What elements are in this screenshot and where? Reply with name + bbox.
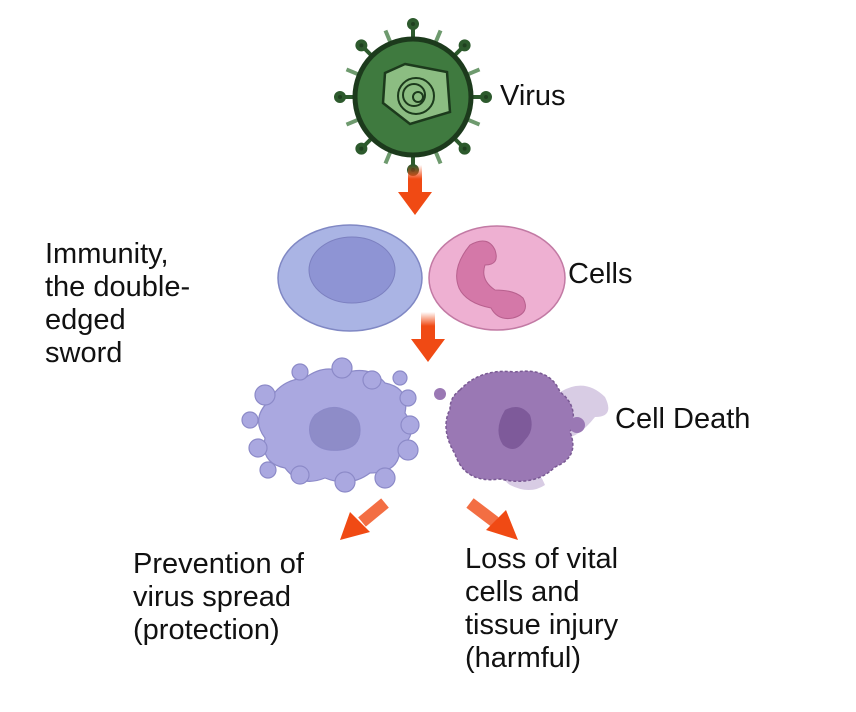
neutrophil-cell-icon [428,225,566,331]
virus-spike [458,39,471,52]
protection-outcome-label: Prevention of virus spread (protection) [133,548,304,646]
virus-spike [355,142,368,155]
lymphocyte-cell-icon [277,224,423,332]
arrow-down-icon [411,312,445,362]
immunity-label: Immunity, the double- edged sword [45,238,191,369]
virus-spike [458,142,471,155]
cells-label: Cells [568,258,633,290]
arrow-down-right-icon [466,498,518,540]
cell-death-label: Cell Death [615,403,751,435]
virus-spike [480,91,492,103]
necrotic-cell-icon [434,370,609,490]
arrow-down-left-icon [340,498,389,540]
harmful-outcome-label: Loss of vital cells and tissue injury (h… [465,543,619,674]
apoptotic-cell-icon [241,357,420,493]
virus-icon [334,18,492,176]
virus-spike [355,39,368,52]
virus-label: Virus [500,80,566,112]
virus-spike [334,91,346,103]
virus-spike [407,18,419,30]
arrow-down-icon [398,165,432,215]
